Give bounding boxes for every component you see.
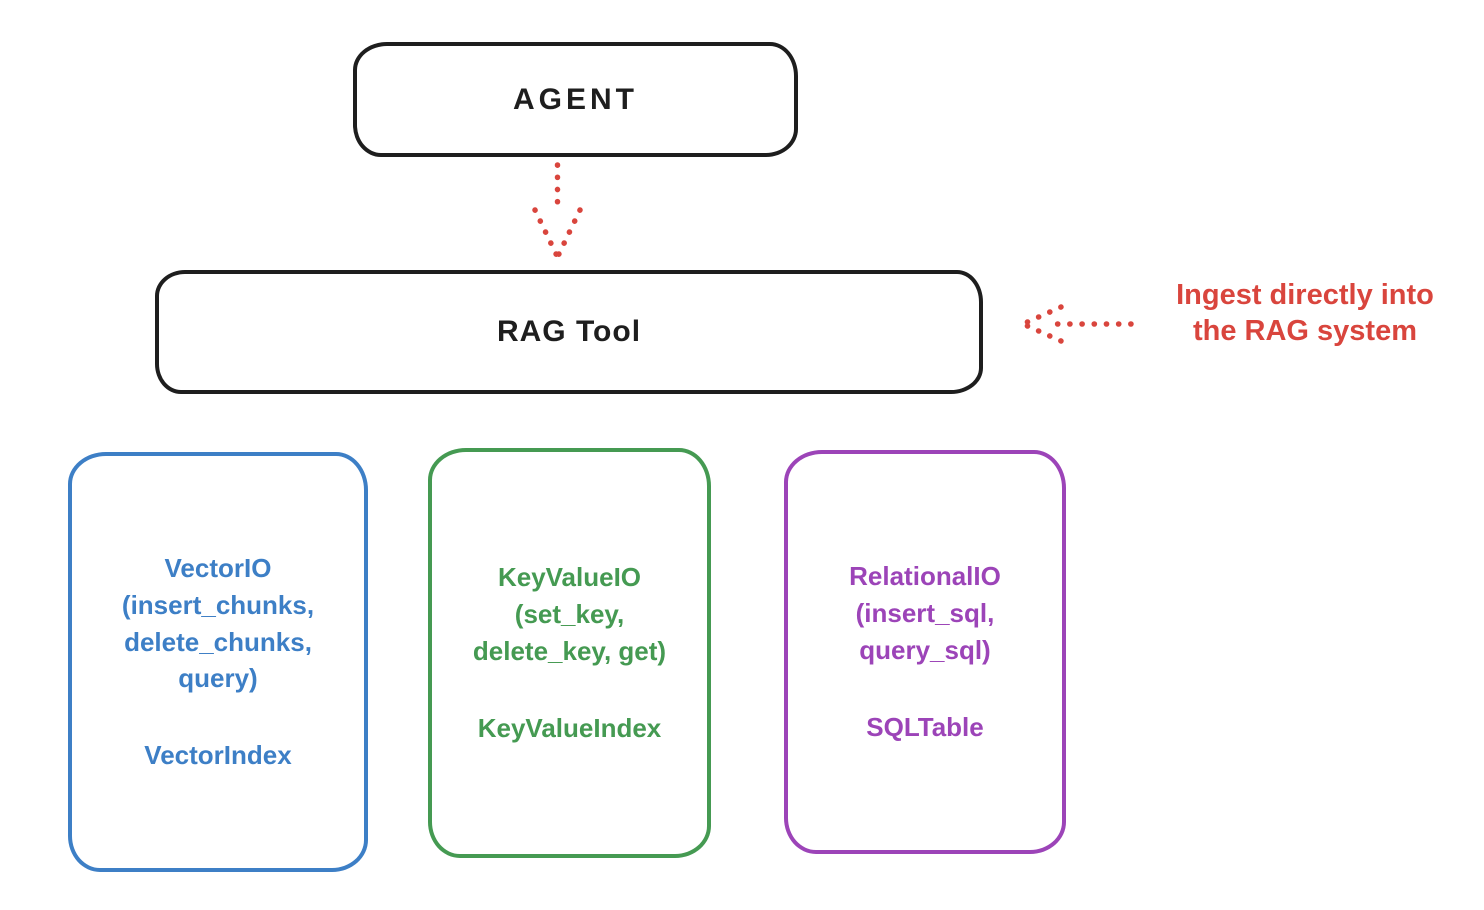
io-line: VectorIO — [164, 552, 272, 583]
vector-io-signature: VectorIO (insert_chunks, delete_chunks, … — [122, 550, 314, 698]
annotation-line-2: the RAG system — [1192, 314, 1417, 347]
keyvalue-io-signature: KeyValueIO (set_key, delete_key, get) — [473, 559, 666, 670]
sql-table-label: SQLTable — [866, 711, 984, 742]
relational-io-node: RelationalIO (insert_sql, query_sql) SQL… — [784, 450, 1066, 854]
io-line: query_sql) — [859, 635, 991, 665]
io-line: delete_chunks, — [124, 626, 312, 657]
io-line: (set_key, — [514, 599, 625, 630]
vector-index-label: VectorIndex — [144, 740, 292, 771]
agent-node: AGENT — [353, 42, 798, 157]
annotation-line-1: Ingest directly into — [1176, 279, 1434, 311]
io-line: (insert_sql, — [855, 598, 995, 629]
io-line: RelationalIO — [849, 561, 1001, 592]
rag-tool-label: RAG Tool — [496, 315, 642, 348]
io-line: delete_key, get) — [472, 636, 667, 666]
io-line: query) — [178, 663, 258, 694]
keyvalue-index-label: KeyValueIndex — [477, 712, 662, 743]
agent-label: AGENT — [513, 82, 638, 116]
rag-tool-node: RAG Tool — [155, 270, 983, 394]
vector-io-node: VectorIO (insert_chunks, delete_chunks, … — [68, 452, 368, 872]
ingest-annotation: Ingest directly into the RAG system — [1140, 278, 1470, 350]
ingest-dotted-arrow-icon — [1020, 304, 1134, 344]
io-line: (insert_chunks, — [121, 589, 315, 620]
io-line: KeyValueIO — [497, 562, 642, 593]
keyvalue-io-node: KeyValueIO (set_key, delete_key, get) Ke… — [428, 448, 711, 858]
relational-io-signature: RelationalIO (insert_sql, query_sql) — [849, 558, 1001, 669]
agent-to-rag-dotted-arrow-icon — [532, 162, 583, 260]
